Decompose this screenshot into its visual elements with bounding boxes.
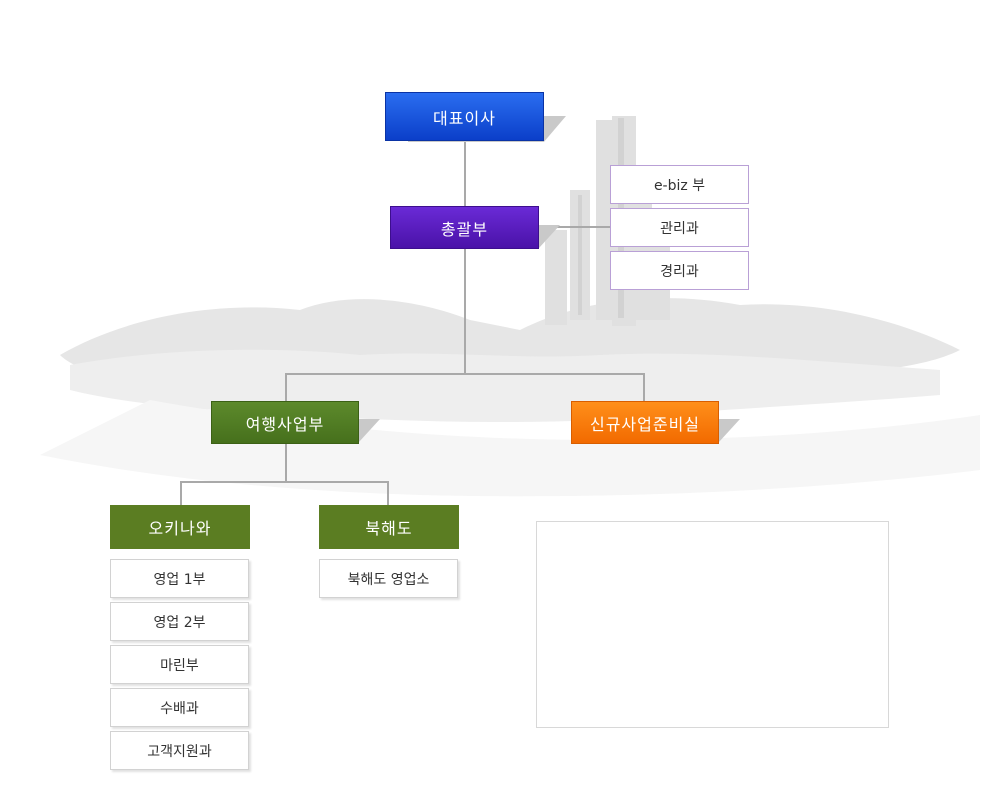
connector-newbiz-drop: [643, 373, 645, 402]
ceo-box[interactable]: 대표이사: [385, 92, 544, 141]
unit-accounting[interactable]: 경리과: [610, 251, 749, 290]
connector-travel-drop: [285, 373, 287, 402]
hokkaido-unit-sales-office[interactable]: 북해도 영업소: [319, 559, 458, 598]
connector-branch-bar: [180, 481, 389, 483]
empty-info-panel: [536, 521, 889, 728]
new-business-box[interactable]: 신규사업준비실: [571, 401, 719, 444]
unit-management[interactable]: 관리과: [610, 208, 749, 247]
hokkaido-branch[interactable]: 북해도: [319, 505, 459, 549]
okinawa-unit-customer-support[interactable]: 고객지원과: [110, 731, 249, 770]
general-affairs-box[interactable]: 총괄부: [390, 206, 539, 249]
connector-general-down: [464, 249, 466, 374]
connector-okinawa-drop: [180, 481, 182, 506]
connector-division-bar: [285, 373, 645, 375]
unit-ebiz[interactable]: e-biz 부: [610, 165, 749, 204]
okinawa-unit-marine[interactable]: 마린부: [110, 645, 249, 684]
okinawa-unit-sales1[interactable]: 영업 1부: [110, 559, 249, 598]
okinawa-unit-arrangement[interactable]: 수배과: [110, 688, 249, 727]
travel-division-box[interactable]: 여행사업부: [211, 401, 359, 444]
connector-general-units: [539, 226, 611, 228]
connector-ceo-general: [464, 141, 466, 206]
okinawa-unit-sales2[interactable]: 영업 2부: [110, 602, 249, 641]
connector-hokkaido-drop: [387, 481, 389, 506]
connector-travel-down: [285, 444, 287, 482]
okinawa-branch[interactable]: 오키나와: [110, 505, 250, 549]
